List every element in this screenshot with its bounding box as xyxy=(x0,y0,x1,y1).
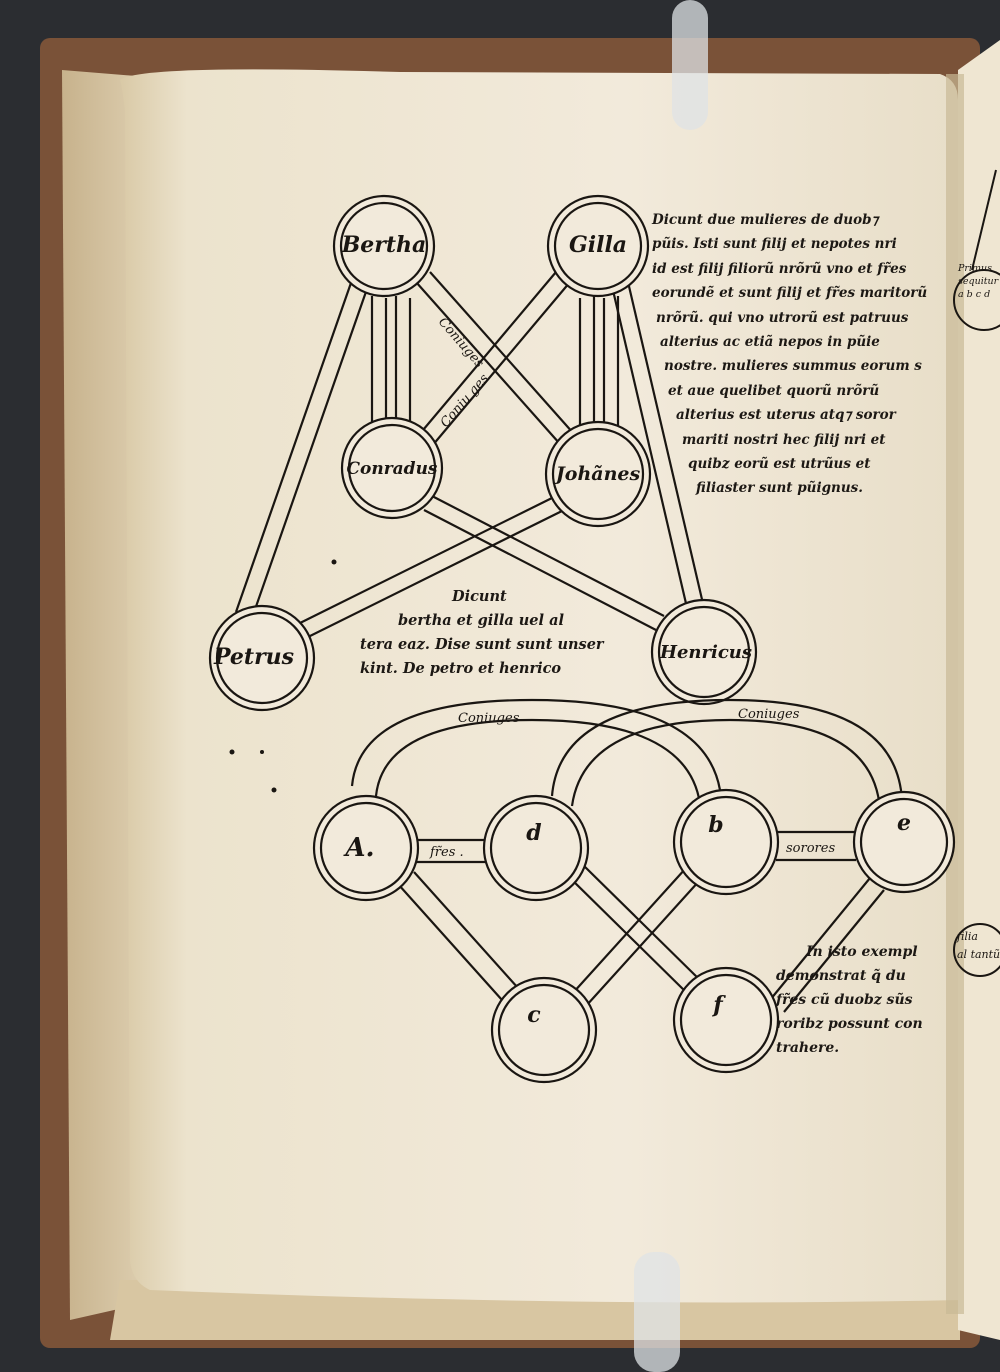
ink-marks xyxy=(229,559,337,793)
band-b-c xyxy=(571,867,701,1007)
text-line: Primus xyxy=(958,263,992,274)
node-henricus xyxy=(650,598,758,706)
node-petrus xyxy=(208,604,316,712)
label-c: c xyxy=(527,1002,541,1028)
band-bertha-petrus xyxy=(234,279,370,619)
text-line: et aue quelibet quorũ nrõrũ xyxy=(668,382,880,399)
right-page-sliver xyxy=(958,40,1000,1340)
bottom-page-clip xyxy=(634,1252,680,1372)
band-conradus-henricus xyxy=(423,495,665,631)
text-line: filiaster sunt pũignus. xyxy=(696,480,863,497)
lower-diagram xyxy=(312,698,956,1084)
text-line: pũis. Isti sunt filij et nepotes nri xyxy=(652,236,897,253)
text-line: In isto exempl xyxy=(806,944,918,960)
node-e xyxy=(852,790,956,894)
text-line: roribz possunt con xyxy=(776,1016,923,1032)
edge-fragment-2: filia al tantũ xyxy=(957,928,1000,964)
label-coniuges-right-arc: Coniuges xyxy=(738,707,800,722)
node-c xyxy=(490,976,598,1084)
top-page-clip xyxy=(672,0,708,130)
text-line: kint. De petro et henrico xyxy=(360,660,562,677)
arc-a-b-coniuges xyxy=(350,698,722,805)
label-f: f xyxy=(711,992,726,1018)
bottom-paragraph: In isto exempl demonstrat q̃ du fr̃es cũ… xyxy=(776,940,923,1060)
text-line: bertha et gilla uel al xyxy=(398,612,564,629)
label-b: b xyxy=(708,812,723,838)
band-johannes-petrus xyxy=(297,495,565,639)
node-f xyxy=(672,966,780,1074)
label-coniuges-left-arc: Coniuges xyxy=(458,711,520,726)
text-line: demonstrat q̃ du xyxy=(776,968,906,984)
text-line: tera eaz. Dise sunt sunt unser xyxy=(360,636,604,653)
node-bertha xyxy=(332,194,436,298)
text-line: a b c d xyxy=(958,289,991,300)
label-bertha: Bertha xyxy=(341,232,427,258)
edge-fragments xyxy=(953,169,1000,977)
text-line: fr̃es cũ duobz sũs xyxy=(776,992,913,1008)
band-gilla-conradus-coniuges xyxy=(417,271,571,447)
node-a xyxy=(312,794,420,902)
text-line: alterius ac etiã nepos in pũie xyxy=(660,334,880,351)
arc-d-e-coniuges xyxy=(550,698,904,811)
text-line: nostre. mulieres summus eorum s xyxy=(664,358,922,375)
node-d xyxy=(482,794,590,902)
text-line: Dicunt due mulieres de duob⁊ xyxy=(652,212,879,228)
label-e: e xyxy=(897,810,911,836)
band-a-c xyxy=(397,871,519,1001)
label-sorores-band: sorores xyxy=(786,841,835,856)
label-henricus: Henricus xyxy=(659,642,752,663)
upper-diagram xyxy=(208,194,758,712)
text-line: sequitur xyxy=(958,276,999,287)
text-line: alterius est uterus atq⁊ soror xyxy=(676,407,896,424)
gutter-shadow xyxy=(946,74,964,1314)
label-petrus: Petrus xyxy=(213,644,294,670)
node-johannes xyxy=(544,420,652,528)
band-d-f xyxy=(565,861,705,997)
text-line: mariti nostri hec filij nri et xyxy=(682,431,886,448)
right-paragraph: Dicunt due mulieres de duob⁊ pũis. Isti … xyxy=(652,208,927,501)
band-a-d-fratres xyxy=(414,838,490,864)
text-line: filia xyxy=(957,930,978,943)
label-johannes: Johãnes xyxy=(553,463,641,485)
node-gilla xyxy=(546,194,650,298)
middle-paragraph: Dicunt bertha et gilla uel al tera eaz. … xyxy=(360,585,604,681)
node-b xyxy=(672,788,780,896)
band-e-f xyxy=(769,877,885,1013)
band-bertha-conradus xyxy=(370,296,412,440)
band-b-e-sorores xyxy=(776,830,856,862)
edge-fragment-1: Primus sequitur a b c d xyxy=(958,262,998,301)
text-line: id est filij filiorũ nrõrũ vno et fr̃es xyxy=(652,260,907,277)
band-gilla-johannes xyxy=(578,296,620,440)
text-line: nrõrũ. qui vno utrorũ est patruus xyxy=(656,309,909,326)
band-bertha-johannes-coniuges xyxy=(415,271,575,445)
text-line: Dicunt xyxy=(452,588,507,605)
text-line: quibz eorũ est utrũus et xyxy=(688,456,871,473)
text-line: trahere. xyxy=(776,1040,840,1056)
label-gilla: Gilla xyxy=(569,232,627,258)
label-a: A. xyxy=(342,833,374,863)
band-gilla-henricus xyxy=(610,281,706,613)
label-conradus: Conradus xyxy=(346,459,437,479)
text-line: eorundẽ et sunt filij et fr̃es maritorũ xyxy=(652,285,928,302)
text-line: al tantũ xyxy=(957,948,1000,961)
label-d: d xyxy=(526,820,541,846)
node-conradus xyxy=(340,416,444,520)
label-fratres-band: fr̃es . xyxy=(429,845,464,860)
